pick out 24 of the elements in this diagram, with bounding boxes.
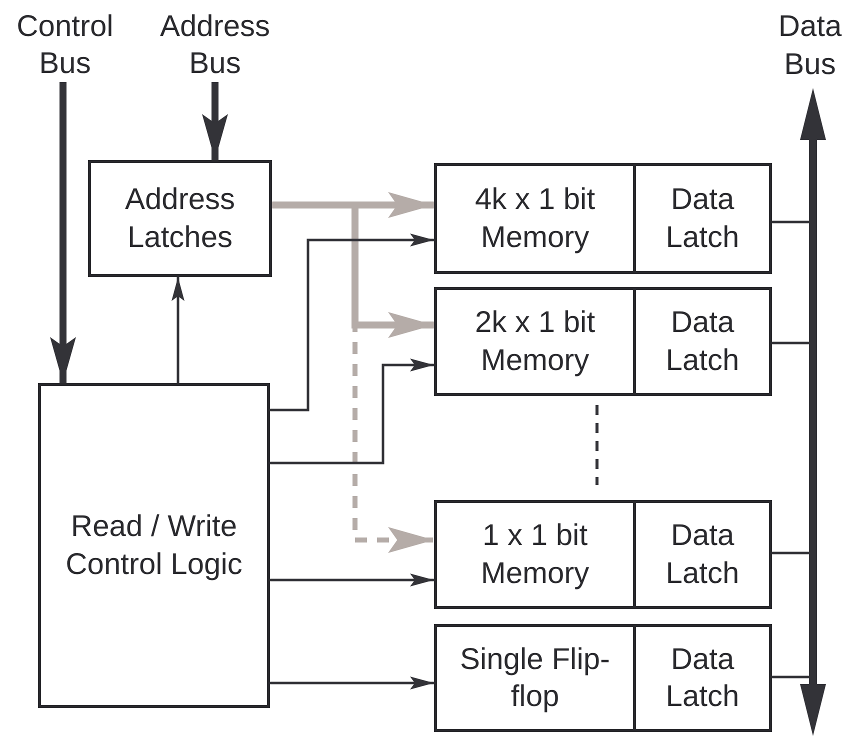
bus-label: Control Bus <box>5 8 125 82</box>
data-latch-block: Data Latch <box>633 287 772 396</box>
memory-block: 4k x 1 bit Memory <box>434 163 636 274</box>
latch-block: Address Latches <box>88 160 272 277</box>
bus-label: Data Bus <box>777 9 843 82</box>
data-latch-block: Data Latch <box>633 500 772 609</box>
arrow <box>270 574 434 586</box>
bus-label: Address Bus <box>148 8 282 82</box>
arrow <box>172 277 184 383</box>
arrow <box>270 676 434 690</box>
flip-flop-block: Single Flip-flop <box>434 624 636 732</box>
control-logic-block: Read / Write Control Logic <box>38 383 270 708</box>
connector-line <box>772 220 809 224</box>
memory-block: 2k x 1 bit Memory <box>434 287 636 396</box>
arrow <box>270 234 434 412</box>
connector-line <box>772 676 809 678</box>
data-latch-block: Data Latch <box>633 163 772 274</box>
data-latch-block: Data Latch <box>633 624 772 732</box>
connector-line <box>772 552 809 554</box>
arrow <box>202 82 228 160</box>
memory-block: 1 x 1 bit Memory <box>434 500 636 609</box>
connector-line <box>772 342 809 344</box>
arrow <box>50 82 76 383</box>
arrow <box>270 358 434 464</box>
